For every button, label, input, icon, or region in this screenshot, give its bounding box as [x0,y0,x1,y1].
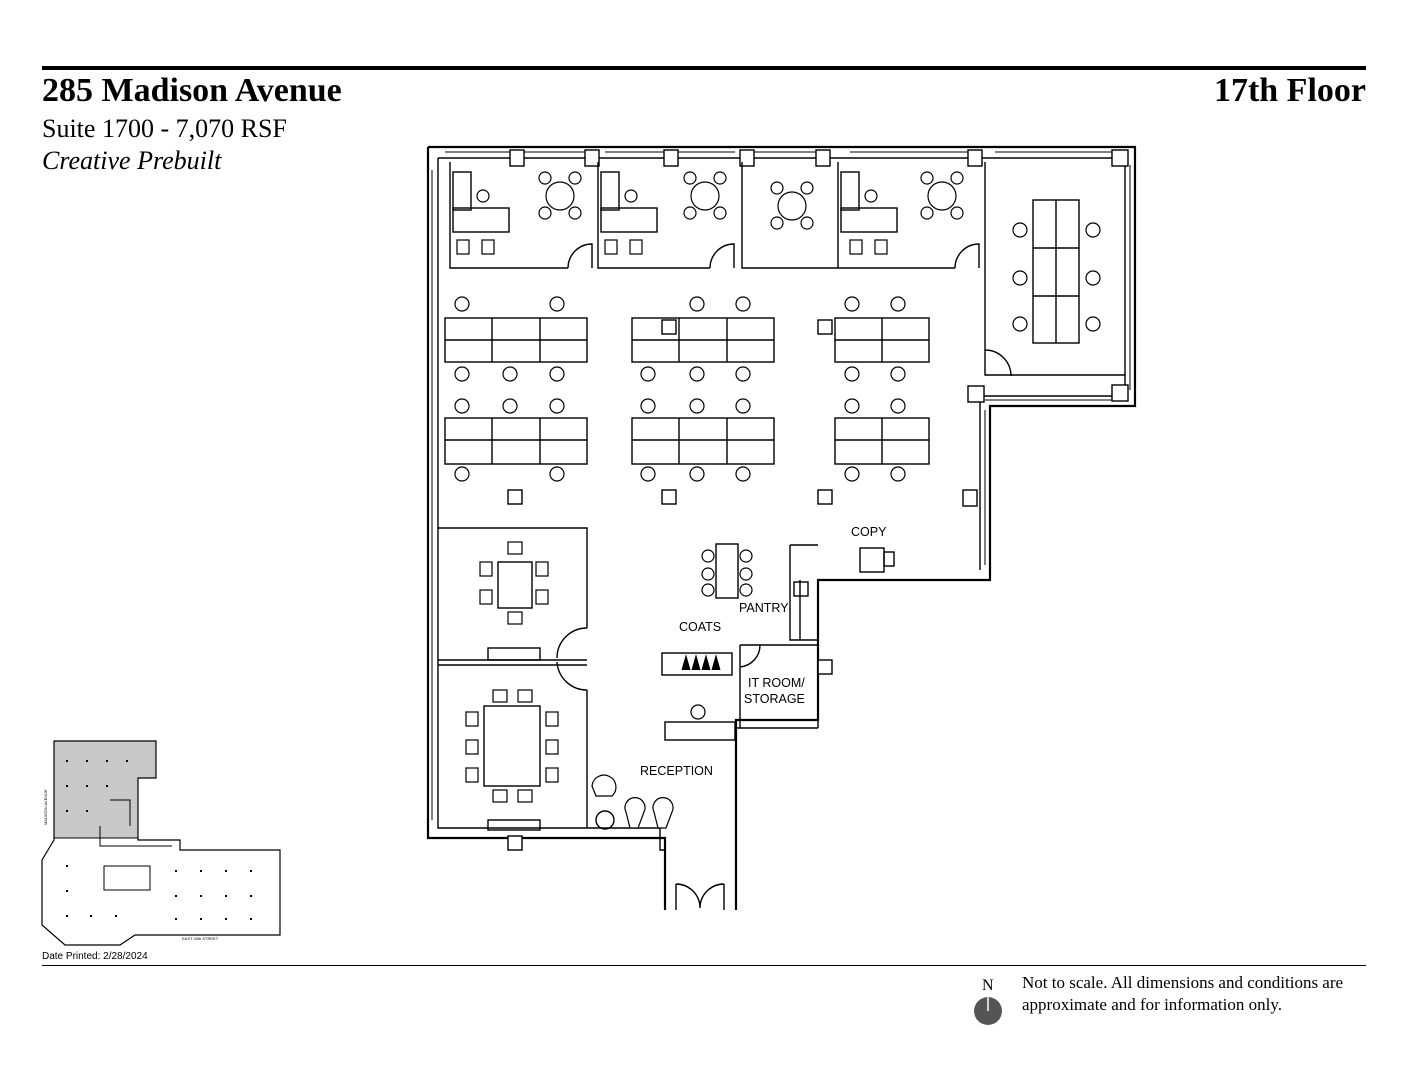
workstation-clusters [444,317,930,465]
disclaimer-text: Not to scale. All dimensions and conditi… [1022,973,1344,1014]
conference-table-large [483,705,541,787]
room-label-coats: COATS [679,620,721,634]
planter [595,810,615,830]
space-type: Creative Prebuilt [42,146,222,175]
north-arrow-icon: N [974,977,1002,1025]
key-plan-street-west: MADISON AVENUE [43,789,48,825]
coat-closet [661,652,733,676]
copier [859,547,885,573]
credenza-south [487,819,541,831]
room-label-copy: COPY [851,525,887,539]
conference-partitions [438,527,588,828]
office-partitions [449,162,986,269]
pantry-counter [789,544,818,641]
office-chairs [456,189,888,255]
lounge-chairs [591,774,674,829]
reception-wall [659,828,665,851]
conference-table-small [497,561,533,609]
round-tables [538,171,964,230]
conference-chairs [465,541,559,803]
room-label-storage: STORAGE [744,692,805,706]
outer-wall [426,145,1137,910]
room-label-pantry: PANTRY [739,601,789,615]
pantry-stools [701,549,753,597]
floor-label: 17th Floor [1213,72,1366,109]
it-room-walls [736,644,819,729]
team-room-partition [984,268,1125,377]
team-room-chairs [1012,222,1101,332]
room-label-it-room: IT ROOM/ [748,676,805,690]
window-mullions [431,151,1131,820]
team-room-table [1032,199,1080,344]
key-plan-building [41,740,281,946]
workstation-chairs [454,296,906,482]
building-address: 285 Madison Avenue [42,72,342,109]
copier-tray [883,551,895,567]
key-plan-suite [53,740,157,839]
date-printed: Date Printed: 2/28/2024 [42,951,148,962]
north-label: N [982,977,994,994]
header-rule [42,66,1366,70]
room-label-reception: RECEPTION [640,764,713,778]
columns [507,149,1129,851]
credenza [487,647,541,661]
office-doors [567,243,980,269]
footer-rule [42,965,1366,966]
suite-info: Suite 1700 - 7,070 RSF [42,114,287,143]
key-plan: MADISON AVENUE EAST 40th STREET [41,740,281,946]
chairs [454,171,1101,829]
pantry-table [715,543,739,599]
sink [793,581,809,597]
key-plan-street-south: EAST 40th STREET [182,936,219,941]
office-desks [452,171,898,233]
reception-desk [664,721,736,741]
conference-doors [556,627,588,691]
reception-chair [690,704,706,720]
coat-hangers [681,654,721,671]
entry-doors [675,883,725,910]
